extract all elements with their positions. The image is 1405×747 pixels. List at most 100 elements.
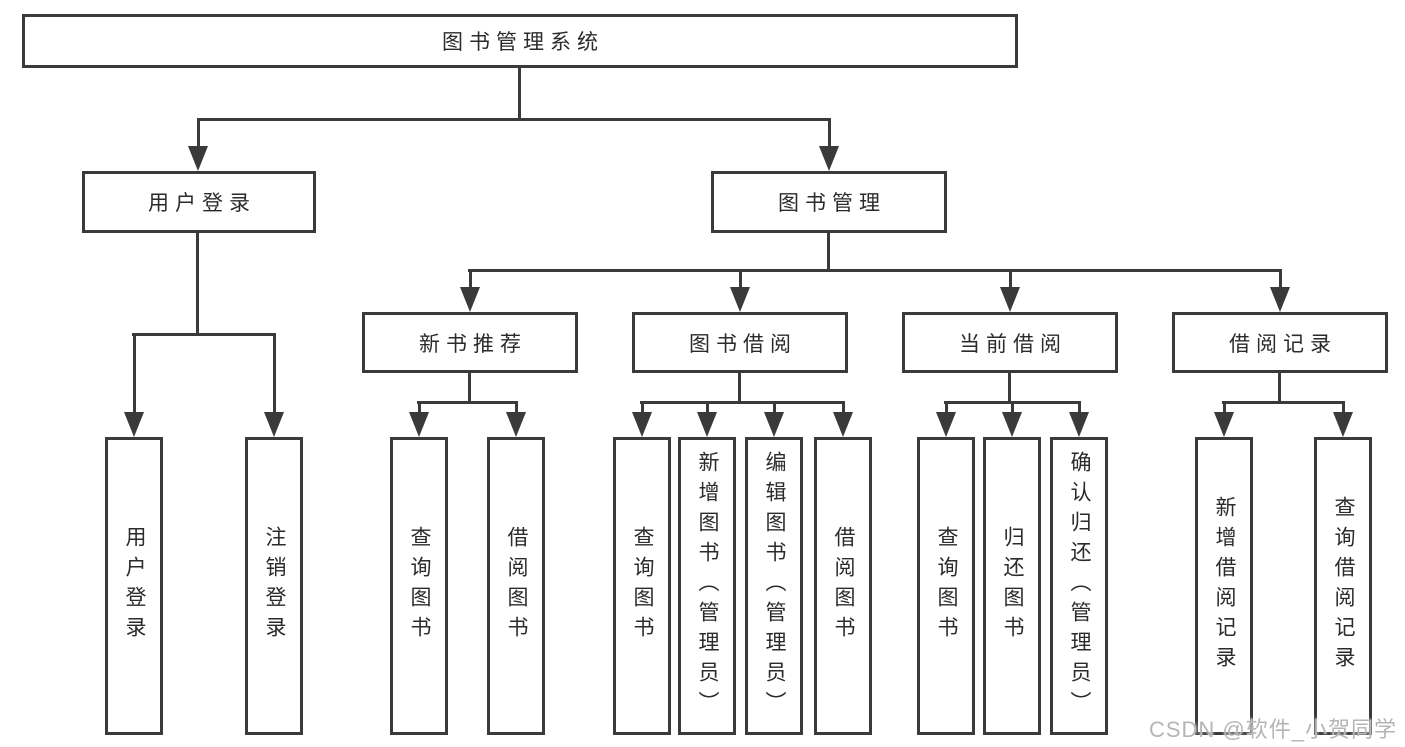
leaf-records-add-record: 新增借阅记录	[1195, 437, 1253, 735]
connector-book-borrow-hline	[640, 401, 845, 404]
csdn-watermark: CSDN @软件_小贺同学	[1148, 717, 1397, 742]
arrowhead-down-icon	[730, 287, 750, 312]
arrow-stem	[640, 401, 644, 414]
arrow-stem	[196, 118, 200, 148]
arrow-stem	[772, 401, 776, 414]
connector-user-login-stem	[196, 233, 199, 334]
connector-book-mgmt-stem	[827, 233, 830, 271]
leaf-newbooks-query-books: 查询图书	[390, 437, 448, 735]
connector-arrow-leaf-logout	[264, 333, 284, 437]
connector-arrow	[697, 401, 717, 437]
leaf-label: 新增图书（管理员）	[696, 451, 719, 721]
connector-root-hline	[197, 118, 831, 121]
leaf-label: 归还图书	[1001, 526, 1024, 646]
arrow-stem	[1010, 401, 1014, 414]
leaf-label: 借阅图书	[832, 526, 855, 646]
leaf-label: 查询图书	[408, 526, 431, 646]
connector-arrow	[1333, 401, 1353, 437]
node-current-borrow: 当前借阅	[902, 312, 1118, 373]
connector-root-stem	[518, 67, 521, 120]
leaf-borrow-edit-books-admin: 编辑图书（管理员）	[745, 437, 803, 735]
leaf-label: 借阅图书	[505, 526, 528, 646]
leaf-current-query-books: 查询图书	[917, 437, 975, 735]
arrow-stem	[705, 401, 709, 414]
arrowhead-down-icon	[409, 412, 429, 437]
arrow-stem	[841, 401, 845, 414]
connector-borrow-records-stem	[1278, 373, 1281, 403]
arrow-stem	[944, 401, 948, 414]
node-user-login: 用户登录	[82, 171, 316, 233]
connector-arrow-borrow-records	[1270, 269, 1290, 312]
leaf-current-return-books: 归还图书	[983, 437, 1041, 735]
connector-arrow	[833, 401, 853, 437]
arrowhead-down-icon	[1333, 412, 1353, 437]
arrow-stem	[827, 118, 831, 148]
arrowhead-down-icon	[697, 412, 717, 437]
arrowhead-down-icon	[833, 412, 853, 437]
node-new-books: 新书推荐	[362, 312, 578, 373]
leaf-label: 新增借阅记录	[1213, 496, 1236, 676]
node-book-management-label: 图书管理	[778, 192, 886, 215]
leaf-label: 确认归还（管理员）	[1068, 451, 1091, 721]
arrowhead-down-icon	[124, 412, 144, 437]
connector-arrow	[632, 401, 652, 437]
leaf-label: 注销登录	[263, 526, 286, 646]
connector-arrow-new-books	[460, 269, 480, 312]
leaf-label: 查询借阅记录	[1332, 496, 1355, 676]
connector-new-books-hline	[417, 401, 518, 404]
arrowhead-down-icon	[819, 146, 839, 171]
connector-arrow-current-borrow	[1000, 269, 1020, 312]
leaf-borrow-add-books-admin: 新增图书（管理员）	[678, 437, 736, 735]
connector-arrow-user-login	[188, 118, 208, 171]
connector-arrow	[764, 401, 784, 437]
node-book-borrow-label: 图书借阅	[689, 332, 797, 356]
arrow-stem	[132, 333, 136, 414]
arrowhead-down-icon	[1270, 287, 1290, 312]
node-root: 图书管理系统	[22, 14, 1018, 68]
node-current-borrow-label: 当前借阅	[959, 332, 1067, 356]
arrowhead-down-icon	[936, 412, 956, 437]
arrow-stem	[1278, 269, 1282, 289]
node-root-label: 图书管理系统	[442, 31, 604, 54]
arrowhead-down-icon	[460, 287, 480, 312]
arrowhead-down-icon	[632, 412, 652, 437]
node-borrow-records-label: 借阅记录	[1229, 332, 1337, 356]
connector-current-borrow-stem	[1008, 373, 1011, 403]
arrowhead-down-icon	[1002, 412, 1022, 437]
connector-new-books-stem	[468, 373, 471, 403]
arrow-stem	[1008, 269, 1012, 289]
arrow-stem	[514, 401, 518, 414]
leaf-logout: 注销登录	[245, 437, 303, 735]
arrowhead-down-icon	[1214, 412, 1234, 437]
node-new-books-label: 新书推荐	[419, 332, 527, 356]
node-book-management: 图书管理	[711, 171, 947, 233]
connector-arrow	[936, 401, 956, 437]
arrowhead-down-icon	[764, 412, 784, 437]
leaf-user-login: 用户登录	[105, 437, 163, 735]
leaf-records-query-record: 查询借阅记录	[1314, 437, 1372, 735]
connector-arrow	[1069, 401, 1089, 437]
connector-borrow-records-hline	[1222, 401, 1345, 404]
arrow-stem	[1077, 401, 1081, 414]
leaf-borrow-borrow-books: 借阅图书	[814, 437, 872, 735]
connector-arrow	[409, 401, 429, 437]
arrow-stem	[738, 269, 742, 289]
arrow-stem	[468, 269, 472, 289]
arrow-stem	[1222, 401, 1226, 414]
leaf-label: 查询图书	[631, 526, 654, 646]
arrowhead-down-icon	[188, 146, 208, 171]
node-user-login-label: 用户登录	[148, 192, 256, 215]
connector-book-mgmt-hline	[468, 269, 1282, 272]
leaf-newbooks-borrow-books: 借阅图书	[487, 437, 545, 735]
node-borrow-records: 借阅记录	[1172, 312, 1388, 373]
arrowhead-down-icon	[1000, 287, 1020, 312]
node-book-borrow: 图书借阅	[632, 312, 848, 373]
connector-arrow	[506, 401, 526, 437]
connector-arrow-book-mgmt	[819, 118, 839, 171]
leaf-current-confirm-return-admin: 确认归还（管理员）	[1050, 437, 1108, 735]
arrowhead-down-icon	[506, 412, 526, 437]
connector-user-login-hline	[132, 333, 276, 336]
connector-arrow	[1002, 401, 1022, 437]
arrow-stem	[1341, 401, 1345, 414]
